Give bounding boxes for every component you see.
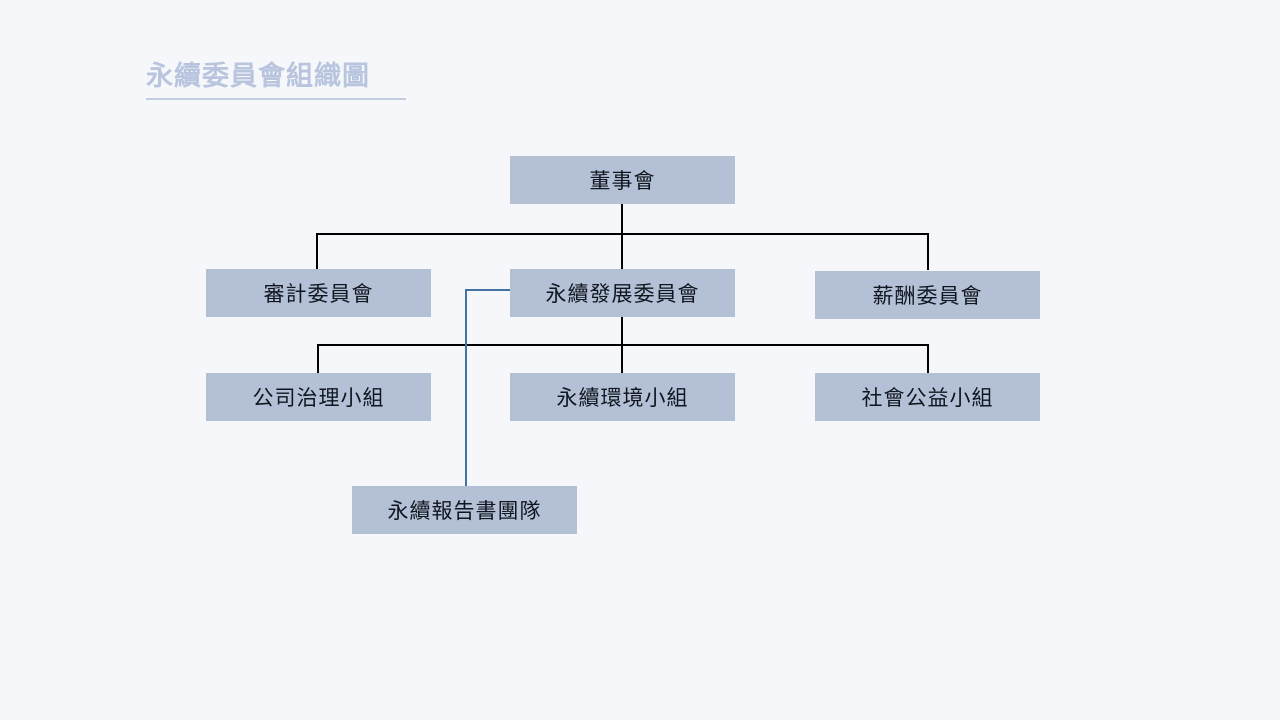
connector-drop-social-group [927, 344, 929, 374]
org-node-social-group[interactable]: 社會公益小組 [815, 373, 1040, 421]
org-node-environment-group[interactable]: 永續環境小組 [510, 373, 735, 421]
connector-drop-governance-group [317, 344, 319, 374]
org-node-sustainability-committee[interactable]: 永續發展委員會 [510, 269, 735, 317]
connector-drop-environment-group [621, 344, 623, 374]
connector-drop-sustainability-committee [621, 233, 623, 270]
org-node-report-team[interactable]: 永續報告書團隊 [352, 486, 577, 534]
org-node-board[interactable]: 董事會 [510, 156, 735, 204]
connector-report-team-horizontal [465, 289, 511, 291]
org-node-compensation-committee[interactable]: 薪酬委員會 [815, 271, 1040, 319]
connector-report-team-vertical [465, 289, 467, 487]
connector-level3-bus [317, 344, 929, 346]
connector-drop-compensation-committee [927, 233, 929, 270]
connector-board-stem [621, 204, 623, 235]
title-underline [146, 98, 406, 100]
connector-drop-audit-committee [316, 233, 318, 270]
page-title: 永續委員會組織圖 [146, 61, 370, 92]
connector-sustainability-stem [621, 317, 623, 345]
org-node-governance-group[interactable]: 公司治理小組 [206, 373, 431, 421]
org-node-audit-committee[interactable]: 審計委員會 [206, 269, 431, 317]
